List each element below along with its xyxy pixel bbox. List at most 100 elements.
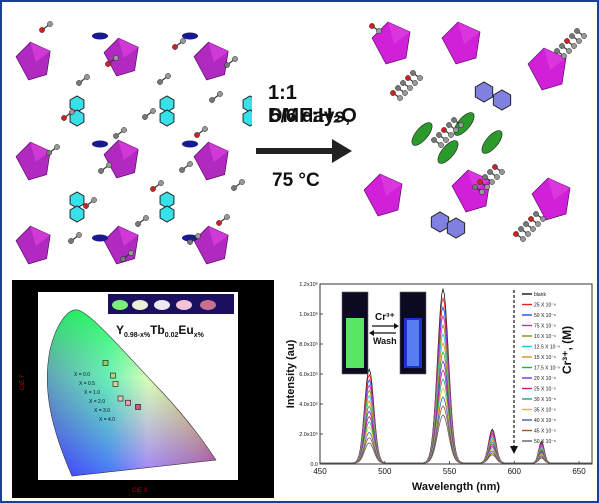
green-linker <box>437 140 459 164</box>
atom <box>68 238 74 244</box>
legend-label: 15 X 10⁻⁶ <box>534 355 556 361</box>
cie-point <box>117 395 124 402</box>
atom <box>554 48 560 54</box>
atom <box>69 109 75 115</box>
polyhedron <box>103 37 139 77</box>
atom <box>574 28 580 34</box>
y-tick-label: 0.0 <box>310 462 318 468</box>
atom <box>61 115 67 121</box>
legend-label: 45 X 10⁻⁶ <box>534 429 556 435</box>
cie-series-label: X = 0.0 <box>74 372 90 378</box>
legend-label: 10 X 10⁻⁶ <box>534 334 556 340</box>
atom <box>120 256 126 262</box>
atom <box>135 221 141 227</box>
polyhedron <box>371 21 411 65</box>
y-tick-label: 1.2x10⁶ <box>299 281 318 288</box>
polyhedron <box>441 21 481 65</box>
atom <box>581 33 587 39</box>
atom <box>128 250 134 256</box>
atom <box>436 132 442 138</box>
green-linker <box>411 122 433 146</box>
atom <box>98 168 104 174</box>
atom <box>441 127 447 133</box>
atom <box>525 231 531 237</box>
atom <box>477 179 483 185</box>
atom <box>158 180 164 186</box>
atom <box>224 214 230 220</box>
atom <box>564 38 570 44</box>
atom <box>195 233 201 239</box>
polyhedron <box>193 41 229 81</box>
atom <box>187 239 193 245</box>
y-tick-label: 6.0x10⁵ <box>299 371 318 378</box>
atom <box>400 80 406 86</box>
cie-series-label: X = 1.0 <box>84 390 100 396</box>
crystal-structure-before <box>15 21 252 265</box>
atom <box>405 75 411 81</box>
x-tick-label: 550 <box>443 467 457 476</box>
atom <box>472 184 478 190</box>
spectrum-ylabel: Intensity (au) <box>285 339 297 408</box>
atom <box>438 142 444 148</box>
atom <box>179 167 185 173</box>
y-tick-label: 4.0x10⁵ <box>299 401 318 408</box>
atom <box>91 197 97 203</box>
aromatic-ring <box>159 205 175 223</box>
polyhedron <box>193 225 229 265</box>
linker <box>92 234 108 242</box>
atom <box>121 127 127 133</box>
atom <box>484 184 490 190</box>
legend-label: 50 X 10⁻⁶ <box>534 439 556 445</box>
atom <box>194 132 200 138</box>
cie-point <box>112 381 119 387</box>
cuvette-inset: Cr³⁺ Wash <box>341 291 427 375</box>
atom <box>489 179 495 185</box>
reaction-arrow <box>256 139 352 163</box>
atom <box>561 53 567 59</box>
x-tick-label: 500 <box>378 467 392 476</box>
atom <box>458 122 464 128</box>
atom <box>431 137 437 143</box>
polyhedron <box>15 141 51 181</box>
atom <box>533 211 539 217</box>
atom <box>448 132 454 138</box>
atom <box>231 185 237 191</box>
atom <box>410 70 416 76</box>
atom <box>518 226 524 232</box>
y-tick-label: 1.0x10⁶ <box>299 311 318 318</box>
atom <box>224 62 230 68</box>
inset-cr-label: Cr³⁺ <box>375 312 395 323</box>
atom <box>202 126 208 132</box>
atom <box>530 226 536 232</box>
atom <box>83 203 89 209</box>
atom <box>443 137 449 143</box>
atom <box>535 221 541 227</box>
atom <box>395 85 401 91</box>
cie-xlabel: CIE X <box>132 488 148 494</box>
atom <box>566 48 572 54</box>
cie-formula: Y0.98-x%Tb0.02Eux% <box>116 323 205 339</box>
green-linker <box>453 112 475 136</box>
legend-label: 40 X 10⁻⁶ <box>534 418 556 424</box>
crystal-structure-after <box>363 21 587 242</box>
legend-label: 25 X 10⁻⁶ <box>534 303 556 309</box>
aromatic-ring <box>446 217 466 239</box>
atom <box>576 38 582 44</box>
atom <box>54 144 60 150</box>
cie-series-label: X = 4.0 <box>99 417 115 423</box>
atom <box>407 85 413 91</box>
atom <box>397 95 403 101</box>
legend-label: 17.5 X 10⁻⁶ <box>534 366 560 372</box>
atom <box>172 44 178 50</box>
inset-wash-label: Wash <box>373 336 397 346</box>
solvent-label: 1:1 DMF:H₂O <box>268 82 357 127</box>
green-linker <box>481 130 503 154</box>
atom <box>113 55 119 61</box>
atom <box>39 27 45 33</box>
temperature-label: 75 °C <box>272 170 320 191</box>
atom <box>412 80 418 86</box>
atom <box>150 108 156 114</box>
polyhedron <box>193 141 229 181</box>
cie-point <box>110 372 116 379</box>
atom <box>453 127 459 133</box>
